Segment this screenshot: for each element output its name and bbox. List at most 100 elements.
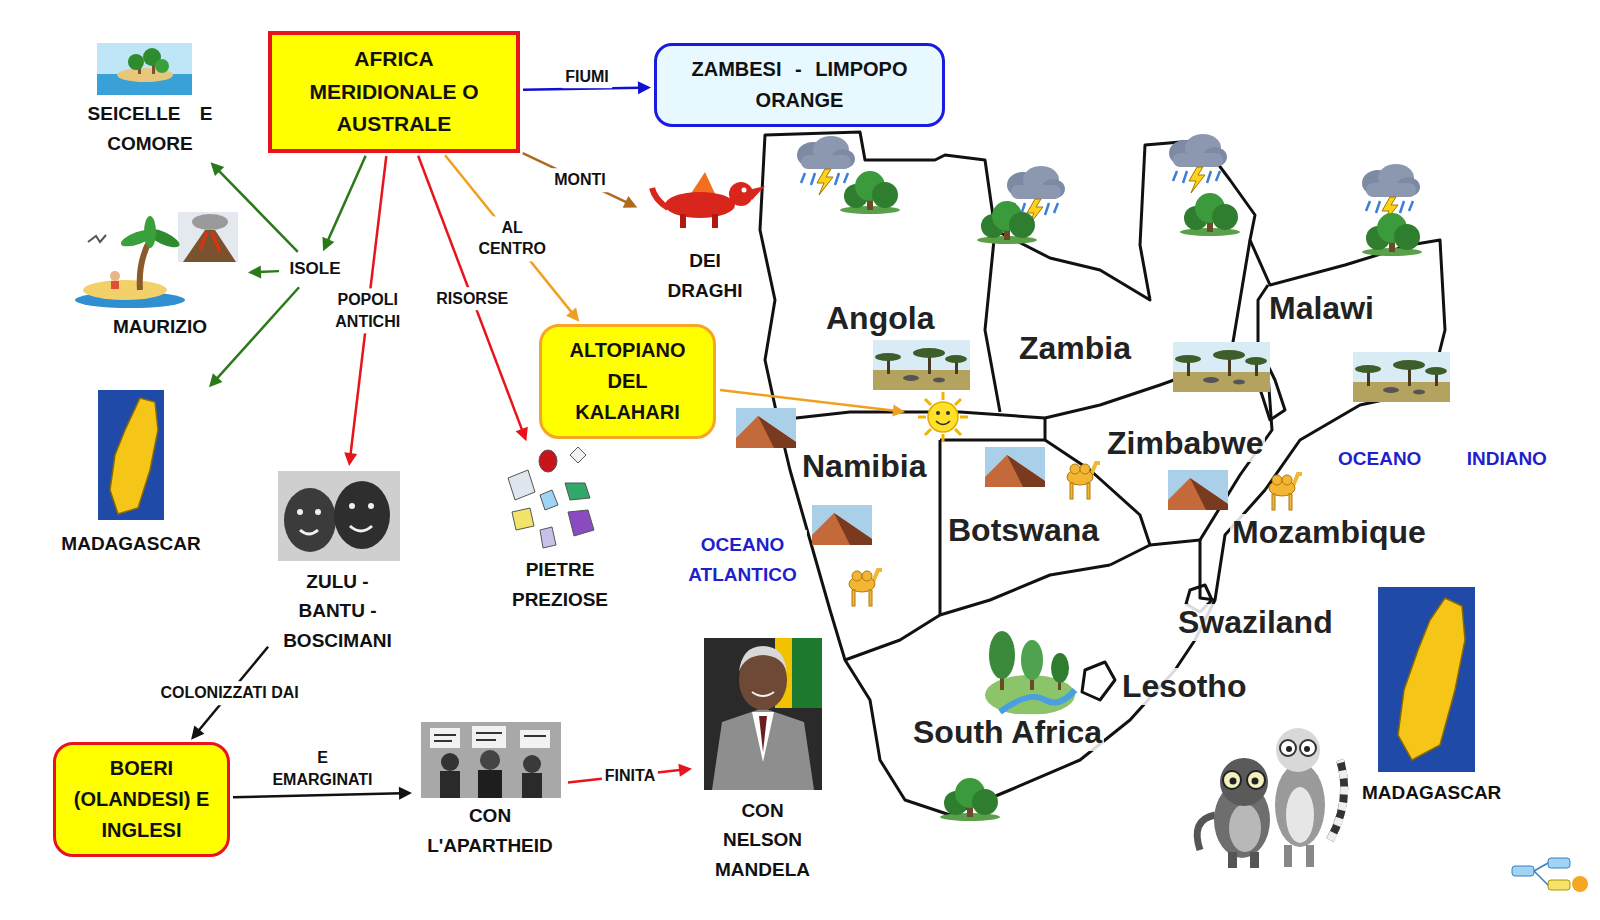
node-text: CON NELSON MANDELA	[708, 796, 818, 884]
node-text: MADAGASCAR	[61, 529, 200, 558]
node-text: ZULU - BANTU - BOSCIMANI	[278, 567, 398, 655]
rivers-box: ZAMBESI - LIMPOPO ORANGE	[654, 43, 945, 127]
country-label: South Africa	[911, 714, 1104, 751]
arrow-connector	[210, 162, 297, 252]
arrow-head	[516, 427, 528, 441]
arrow-head	[322, 237, 334, 252]
storm-icon	[1169, 134, 1227, 193]
gems-picture-node: PIETRE PREZIOSE	[495, 444, 625, 616]
arrow-connector	[209, 287, 299, 387]
camel-icon	[1269, 474, 1302, 510]
storm-icon	[797, 136, 855, 195]
country-label: Lesotho	[1120, 668, 1248, 705]
country-label: Namibia	[800, 448, 928, 485]
arrow-head	[399, 787, 412, 800]
map-label: OCEANO INDIANO	[1336, 444, 1549, 474]
edge-label: E EMARGINATI	[267, 746, 378, 791]
edge-label: FINITA	[602, 764, 658, 788]
dragon-picture	[652, 172, 765, 228]
savanna-icon	[1173, 342, 1270, 392]
colonizers-box: BOERI (OLANDESI) E INGLESI	[53, 742, 230, 857]
arrow-head	[638, 81, 651, 94]
arrow-connector	[322, 156, 365, 252]
edge-label: POPOLI ANTICHI	[325, 288, 411, 333]
arrow-head	[678, 764, 692, 777]
camel-icon	[1067, 463, 1100, 499]
desert-icon	[736, 408, 796, 448]
forest-icon	[1180, 193, 1240, 236]
country-label: Zambia	[1017, 330, 1133, 367]
connector-line	[217, 169, 297, 252]
desert-icon	[985, 447, 1045, 487]
topic-box: AFRICA MERIDIONALE O AUSTRALE	[268, 31, 520, 153]
camel-icon	[849, 570, 882, 606]
mountains-picture-node: DEI DRAGHI	[640, 172, 770, 307]
madagascar-map-icon	[1378, 587, 1475, 772]
forest-icon	[940, 778, 1000, 821]
islands-node: ISOLE	[282, 254, 348, 285]
edge-label: RISORSE	[433, 287, 511, 311]
arrow-connector	[418, 156, 528, 441]
arrow-connector	[523, 153, 638, 208]
lemurs-illustration	[1197, 728, 1344, 868]
country-label: Mozambique	[1230, 514, 1428, 551]
arrow-head	[566, 307, 579, 321]
desert-icon	[1168, 470, 1228, 510]
map-label: MADAGASCAR	[1360, 778, 1503, 808]
connector-line	[233, 793, 402, 797]
arrow-head	[191, 726, 204, 740]
country-label: Angola	[824, 300, 936, 337]
node-text: ALTOPIANO DEL KALAHARI	[560, 335, 695, 428]
madagascar-picture	[98, 390, 164, 520]
maurizio-picture-node: MAURIZIO	[75, 210, 245, 343]
connector-line	[327, 156, 365, 242]
leader-arrow	[720, 390, 905, 417]
edge-label: FIUMI	[562, 65, 612, 89]
mandela-picture-node: CON NELSON MANDELA	[695, 636, 830, 886]
apartheid-picture-node: CON L'APARTHEID	[415, 720, 565, 862]
country-label: Malawi	[1267, 290, 1376, 327]
connector-line	[523, 153, 629, 203]
desert-icon	[812, 505, 872, 545]
map-label: OCEANO ATLANTICO	[678, 530, 807, 591]
node-text: SEICELLE E COMORE	[80, 99, 220, 158]
forest-icon	[1362, 213, 1422, 256]
edge-label: COLONIZZATI DAI	[157, 681, 301, 705]
savanna-icon	[873, 340, 970, 390]
node-text: ISOLE	[289, 256, 340, 282]
islands-picture-node: SEICELLE E COMORE	[70, 40, 230, 160]
edge-label: AL CENTRO	[469, 216, 555, 261]
node-text: PIETRE PREZIOSE	[498, 555, 623, 614]
sun-icon	[918, 392, 968, 442]
map-icons	[736, 134, 1450, 821]
node-text: BOERI (OLANDESI) E INGLESI	[72, 753, 212, 846]
savanna-icon	[1353, 352, 1450, 402]
country-label: Swaziland	[1176, 604, 1335, 641]
connector-line	[216, 287, 299, 380]
node-text: CON L'APARTHEID	[417, 801, 563, 860]
peoples-picture-node: ZULU - BANTU - BOSCIMANI	[270, 469, 405, 657]
node-text: AFRICA MERIDIONALE O AUSTRALE	[299, 43, 489, 141]
arrow-head	[209, 373, 223, 387]
country-label: Zimbabwe	[1105, 425, 1265, 462]
connector-line	[258, 270, 279, 273]
forest-icon	[840, 171, 900, 214]
madagascar-picture-node: MADAGASCAR	[55, 388, 207, 560]
plateau-box: ALTOPIANO DEL KALAHARI	[539, 324, 716, 439]
edge-label: MONTI	[551, 168, 609, 192]
forest-icon	[977, 201, 1037, 244]
arrow-connector	[248, 265, 279, 278]
node-text: MAURIZIO	[113, 312, 207, 341]
mandela-photo	[704, 638, 822, 790]
island-picture	[97, 43, 192, 95]
arrow-head	[344, 452, 357, 466]
arrow-head	[210, 162, 224, 176]
arrow-head	[623, 196, 638, 208]
connector-line	[418, 156, 523, 432]
arrow-head	[248, 265, 261, 278]
park-icon	[985, 631, 1075, 715]
people-photo	[278, 471, 400, 561]
gems-picture	[508, 447, 594, 548]
node-text: ZAMBESI - LIMPOPO ORANGE	[675, 54, 925, 116]
